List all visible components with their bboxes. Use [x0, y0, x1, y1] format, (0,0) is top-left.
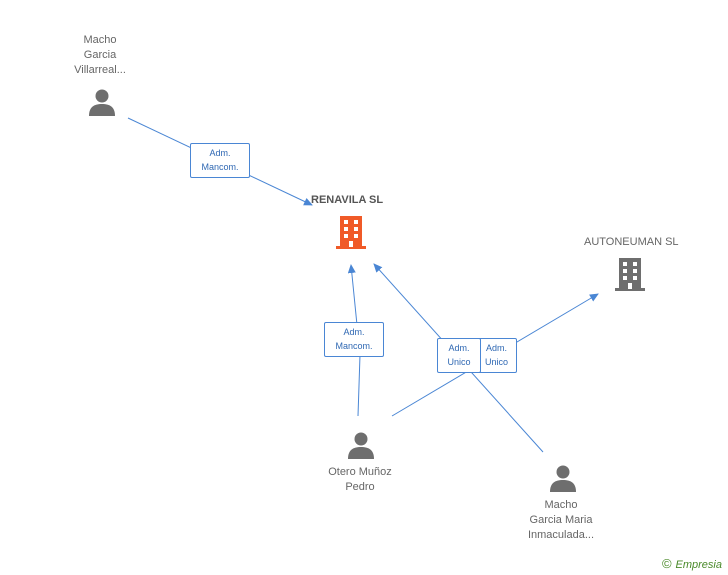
- person-label-otero[interactable]: Otero Muñoz Pedro: [328, 466, 392, 493]
- role-box-adm-mancom-top[interactable]: Adm. Mancom.: [190, 143, 250, 178]
- role-line: Mancom.: [201, 162, 239, 172]
- person-icon[interactable]: [88, 88, 116, 116]
- role-box-adm-mancom-bottom[interactable]: Adm. Mancom.: [324, 322, 384, 357]
- building-icon[interactable]: [615, 256, 645, 292]
- role-line: Unico: [484, 357, 508, 367]
- role-line: Adm.: [343, 327, 365, 337]
- role-line: Adm.: [209, 148, 231, 158]
- brand-name: Empresia: [675, 559, 722, 571]
- role-box-adm-unico-right[interactable]: Adm. Unico: [476, 338, 517, 373]
- brand-footer: ©Empresia: [662, 556, 722, 571]
- role-line: Mancom.: [335, 341, 373, 351]
- company-label-autoneuman[interactable]: AUTONEUMAN SL: [584, 236, 679, 248]
- company-label-renavila[interactable]: RENAVILA SL: [311, 194, 384, 206]
- copyright-icon: ©: [661, 556, 672, 571]
- role-line: Adm.: [448, 343, 470, 353]
- person-label-top[interactable]: Macho Garcia Villarreal...: [74, 34, 126, 76]
- role-box-adm-unico-left[interactable]: Adm. Unico: [437, 338, 481, 373]
- role-line: Adm.: [485, 343, 507, 353]
- role-line: Unico: [447, 357, 471, 367]
- building-icon[interactable]: [336, 214, 366, 250]
- person-label-macho-maria[interactable]: Macho Garcia Maria Inmaculada...: [527, 499, 595, 541]
- person-icon[interactable]: [549, 464, 577, 492]
- person-icon[interactable]: [347, 431, 375, 459]
